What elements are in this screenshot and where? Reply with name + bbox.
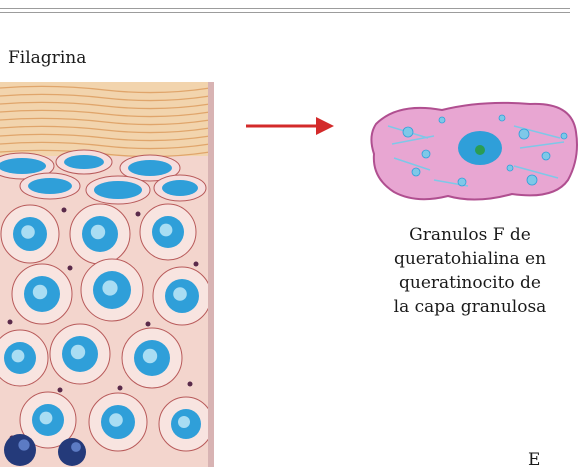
- granule-dot: [194, 262, 199, 267]
- figure-caption: Granulos F de queratohialina en queratin…: [372, 223, 568, 319]
- panel-letter: E: [528, 450, 540, 470]
- granule: [507, 165, 513, 171]
- dark-cell-highlight: [71, 442, 81, 452]
- granule: [458, 178, 466, 186]
- nucleus-highlight: [143, 349, 157, 363]
- granule: [403, 127, 413, 137]
- caption-line: queratohialina en: [372, 247, 568, 271]
- granule-dot: [8, 320, 13, 325]
- granule-dot: [58, 388, 63, 393]
- caption-line: Granulos F de: [372, 223, 568, 247]
- nucleus-highlight: [12, 350, 25, 363]
- granule: [542, 152, 550, 160]
- flattened-nucleus: [128, 160, 172, 176]
- stratum-corneum: [0, 82, 210, 157]
- nucleolus: [475, 145, 485, 155]
- granule-dot: [118, 386, 123, 391]
- granular-keratinocyte: [364, 96, 582, 206]
- granule: [412, 168, 420, 176]
- figure-title: Filagrina: [8, 48, 86, 68]
- nucleus-highlight: [71, 345, 85, 359]
- nucleus-highlight: [160, 224, 173, 237]
- caption-line: la capa granulosa: [372, 295, 568, 319]
- epidermis-illustration: [0, 82, 214, 467]
- dark-cell: [4, 434, 36, 466]
- nucleus-highlight: [173, 287, 187, 301]
- red-arrow: [244, 113, 336, 139]
- granule: [519, 129, 529, 139]
- dark-cell: [58, 438, 86, 466]
- nucleus-highlight: [91, 225, 105, 239]
- nucleus-highlight: [21, 225, 35, 239]
- granule-dot: [136, 212, 141, 217]
- flattened-nucleus: [0, 158, 46, 174]
- nucleus-highlight: [102, 280, 117, 295]
- nucleus-highlight: [40, 412, 53, 425]
- flattened-nucleus: [64, 155, 104, 169]
- nucleus-highlight: [178, 416, 190, 428]
- nucleus-highlight: [109, 413, 123, 427]
- tissue-right-edge: [208, 82, 214, 467]
- top-rule-lower: [0, 12, 570, 13]
- granule: [527, 175, 537, 185]
- granule: [499, 115, 505, 121]
- granule-dot: [188, 382, 193, 387]
- caption-line: queratinocito de: [372, 271, 568, 295]
- nucleus-highlight: [33, 285, 47, 299]
- granule: [561, 133, 567, 139]
- granule: [439, 117, 445, 123]
- keratinocyte-cells: [0, 150, 213, 451]
- top-rule-upper: [0, 8, 570, 9]
- granule-dot: [146, 322, 151, 327]
- flattened-nucleus: [162, 180, 198, 196]
- granule-dot: [68, 266, 73, 271]
- granule: [422, 150, 430, 158]
- dark-cell-highlight: [18, 439, 29, 450]
- flattened-nucleus: [28, 178, 72, 194]
- flattened-nucleus: [94, 181, 142, 199]
- granule-dot: [62, 208, 67, 213]
